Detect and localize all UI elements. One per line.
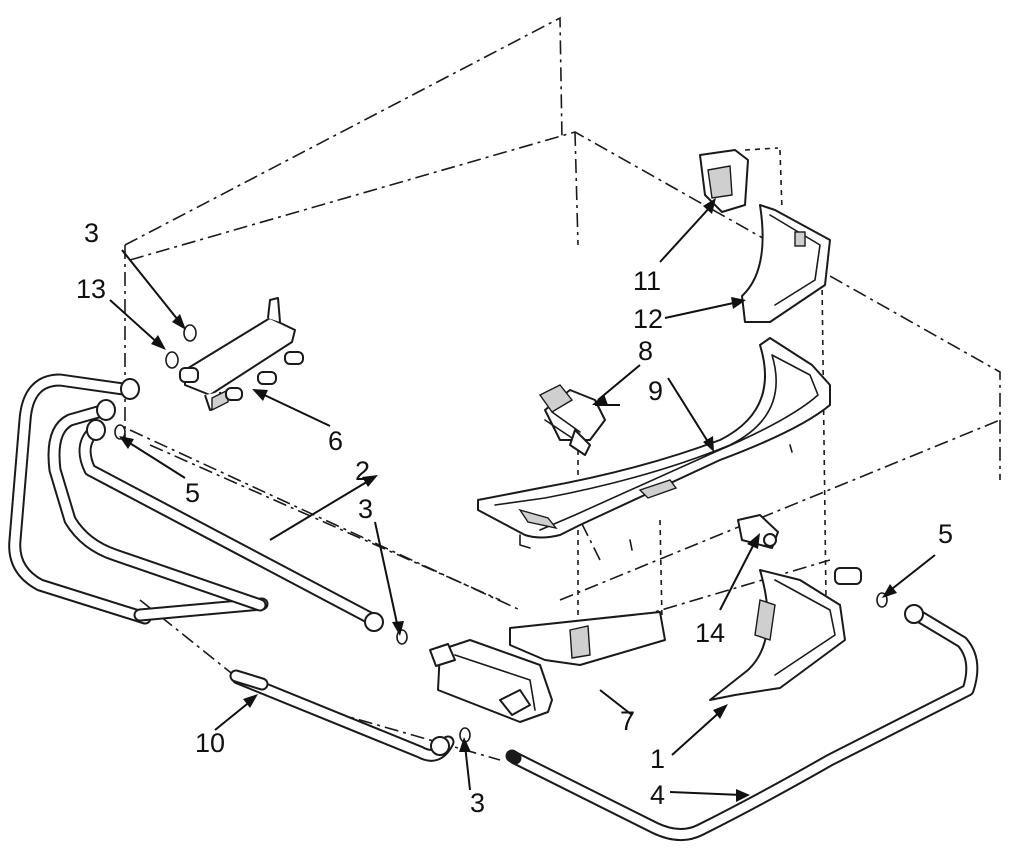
callout-5: 5	[185, 478, 200, 508]
callout-2: 2	[355, 456, 370, 486]
lower-housing	[429, 611, 666, 723]
hose-fittings	[86, 324, 924, 756]
callout-1: 1	[650, 744, 665, 774]
callout-5: 5	[938, 519, 953, 549]
callout-3: 3	[470, 788, 485, 818]
frame-part	[477, 337, 831, 551]
callout-7: 8	[638, 336, 653, 366]
callout-labels: 3 13 6 5 2 3 10 3 8 9 11 12 14 5 7 1 4	[76, 218, 953, 818]
callout-3: 3	[358, 494, 373, 524]
callout-13: 12	[633, 304, 663, 334]
callout-6: 6	[328, 426, 343, 456]
callout-4: 4	[650, 780, 665, 810]
callout-8: 9	[648, 376, 663, 406]
clip-part	[699, 149, 749, 213]
valve-part	[538, 384, 606, 456]
callout-3: 3	[84, 218, 99, 248]
side-bracket-upper	[741, 204, 831, 323]
callout-11: 13	[76, 274, 106, 304]
callout-10: 10	[195, 728, 225, 758]
callout-12: 11	[633, 266, 661, 296]
manifold-bracket	[179, 297, 304, 412]
small-clip	[737, 514, 779, 549]
leader-arrows	[109, 198, 936, 802]
side-bracket-lower	[709, 567, 862, 701]
callout-9: 7	[620, 706, 635, 736]
callout-14: 14	[695, 618, 725, 648]
